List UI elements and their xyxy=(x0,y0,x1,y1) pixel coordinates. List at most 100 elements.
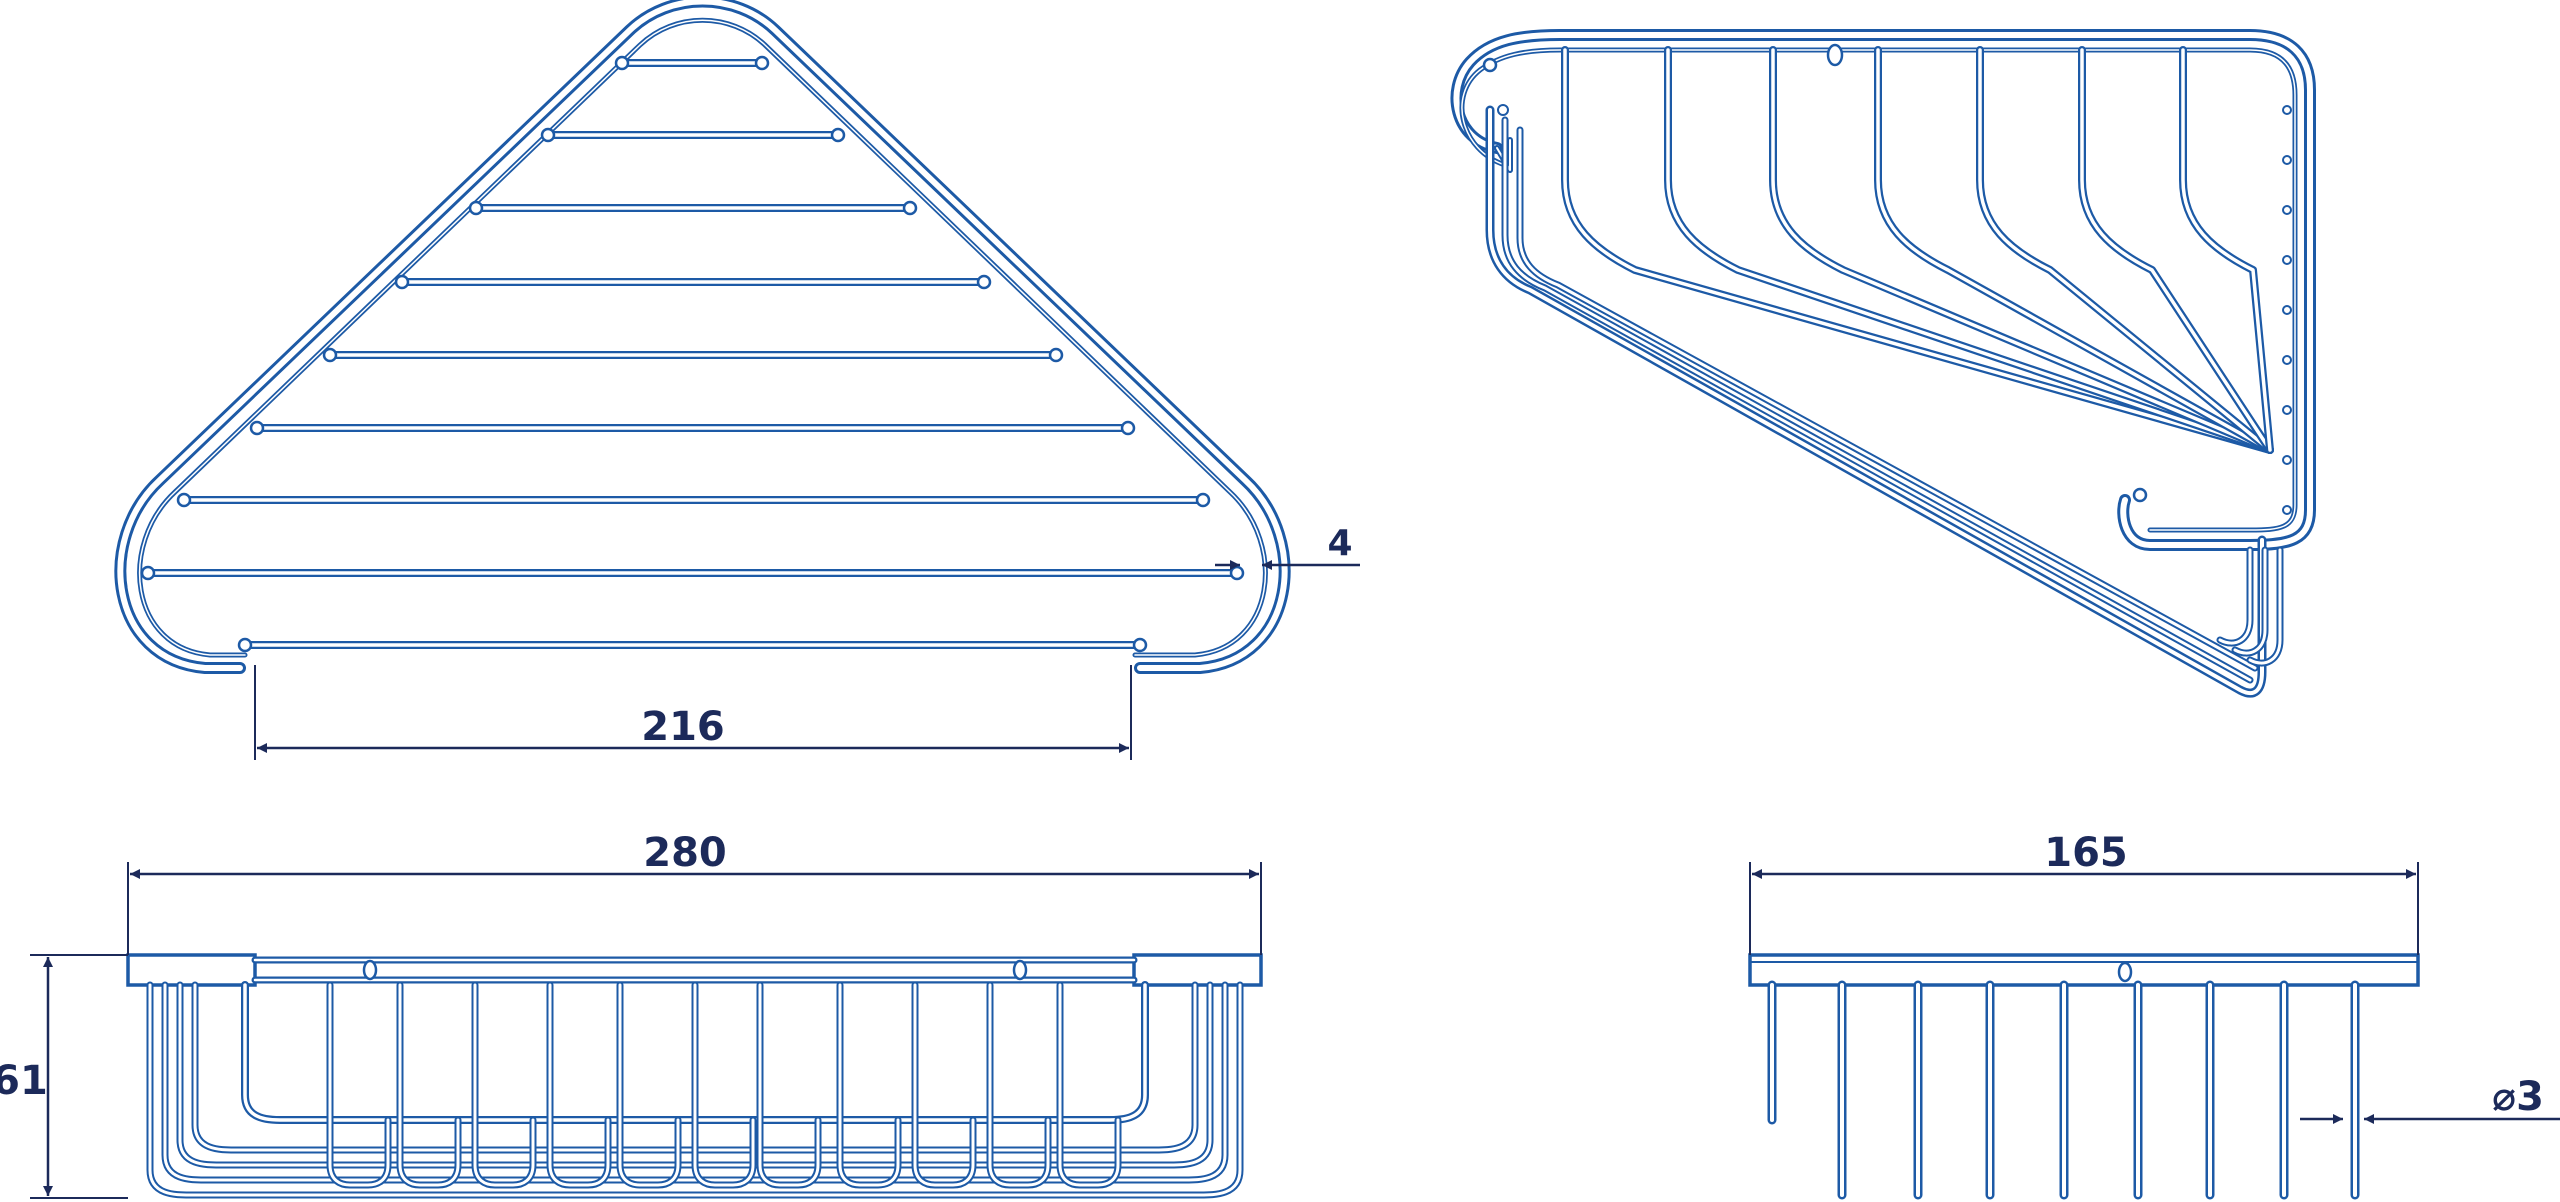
iso-basket-rod xyxy=(1874,46,2274,454)
thickness-label: 4 xyxy=(1327,523,1352,564)
rod-end-cap xyxy=(322,347,338,363)
dimension-overall-width: 280 xyxy=(127,830,1262,955)
iso-basket-rod xyxy=(1561,46,2274,454)
iso-basket-rod-outline xyxy=(1874,46,2274,454)
dimension-depth: 165 xyxy=(1749,830,2419,955)
iso-stud xyxy=(2282,355,2292,365)
front-bottom-loop-core xyxy=(148,983,1242,1197)
iso-stud xyxy=(2282,505,2292,515)
front-mount-hole-left xyxy=(362,959,378,981)
front-vertical-rod-core xyxy=(548,983,610,1187)
front-vertical-rod-outline xyxy=(616,981,682,1189)
front-vertical-rod xyxy=(756,981,822,1189)
front-vertical-rod xyxy=(691,981,757,1189)
front-vertical-rod-core xyxy=(618,983,680,1187)
iso-basket-rod-core xyxy=(1876,48,2272,452)
iso-top-rim-core xyxy=(1453,32,2313,548)
iso-bottom-frame-1 xyxy=(1485,105,2267,698)
iso-rod-cap xyxy=(2132,487,2148,503)
iso-top-rim xyxy=(1450,29,2316,551)
front-vertical-rod-core xyxy=(328,983,390,1187)
rod-end-cap xyxy=(614,55,630,71)
iso-side-rod-core xyxy=(2248,548,2282,665)
front-vertical-rod xyxy=(986,981,1052,1189)
dimension-front-opening: 216 xyxy=(254,665,1132,760)
rod-end-cap xyxy=(176,492,192,508)
rod-end-cap xyxy=(249,420,265,436)
iso-rim-inner-core xyxy=(1461,49,2296,531)
iso-rim-inner xyxy=(1459,47,2298,533)
front-vertical-rod-core xyxy=(473,983,535,1187)
side-top-rail xyxy=(1748,953,2420,987)
front-vertical-rod xyxy=(911,981,977,1189)
front-vertical-rod xyxy=(616,981,682,1189)
iso-bottom-frame-2-core xyxy=(1503,118,2252,682)
iso-side-rod xyxy=(2231,546,2269,657)
front-vertical-rod xyxy=(546,981,612,1189)
top-view xyxy=(114,0,1291,674)
rod-end-cap xyxy=(237,637,253,653)
rod-end-cap xyxy=(540,127,556,143)
rod-end-cap xyxy=(1048,347,1064,363)
iso-side-rod-core xyxy=(2233,548,2267,655)
front-vertical-rod-outline xyxy=(836,981,902,1189)
iso-basket-rod xyxy=(1769,46,2274,454)
rod-end-cap xyxy=(976,274,992,290)
front-vertical-rod-outline xyxy=(756,981,822,1189)
front-vertical-rod-core xyxy=(838,983,900,1187)
width-label: 280 xyxy=(643,830,727,876)
rod-end-cap xyxy=(1195,492,1211,508)
front-vertical-rod-outline xyxy=(986,981,1052,1189)
iso-side-rod xyxy=(2246,546,2284,667)
front-top-rail-right xyxy=(1132,953,1263,987)
front-vertical-rod xyxy=(326,981,392,1189)
iso-basket-rod xyxy=(1664,46,2274,454)
iso-basket-rod-core xyxy=(1978,48,2272,452)
iso-bottom-frame-3 xyxy=(1516,126,2259,672)
front-vertical-rod-core xyxy=(693,983,755,1187)
iso-basket-rod xyxy=(2078,46,2274,454)
iso-rod-cap xyxy=(1482,57,1498,73)
rod-end-cap xyxy=(140,565,156,581)
iso-bottom-frame-1-core xyxy=(1488,108,2264,696)
rod-end-cap xyxy=(902,200,918,216)
iso-rod-cap xyxy=(1497,104,1509,116)
rod-end-cap xyxy=(394,274,410,290)
iso-mount-hole xyxy=(1826,43,1844,67)
front-vertical-rod-outline xyxy=(911,981,977,1189)
depth-label: 165 xyxy=(2044,830,2128,876)
front-bottom-loop-core xyxy=(163,983,1227,1182)
dimension-lines: 4 216 280 61 165 xyxy=(0,523,2560,1199)
iso-side-rod-outline xyxy=(2216,546,2254,647)
height-label: 61 xyxy=(0,1058,48,1104)
rod-end-cap xyxy=(1229,565,1245,581)
iso-stud xyxy=(2282,455,2292,465)
iso-side-rod-core xyxy=(2218,548,2252,645)
opening-label: 216 xyxy=(641,704,725,750)
front-vertical-rod xyxy=(396,981,462,1189)
iso-bottom-frame-2 xyxy=(1501,116,2254,684)
rod-end-cap xyxy=(830,127,846,143)
iso-stud xyxy=(2282,305,2292,315)
front-vertical-rod-core xyxy=(398,983,460,1187)
iso-rim-tab-core xyxy=(1496,139,1511,171)
iso-bottom-frame-3-core xyxy=(1518,128,2257,670)
iso-side-rod xyxy=(2216,546,2254,647)
iso-stud xyxy=(2282,105,2292,115)
front-bottom-loop xyxy=(161,981,1229,1184)
iso-basket-rod-core xyxy=(1771,48,2272,452)
iso-stud xyxy=(2282,255,2292,265)
front-vertical-rod-outline xyxy=(396,981,462,1189)
iso-basket-rod-core xyxy=(2181,48,2272,452)
dimension-height: 61 xyxy=(0,954,128,1199)
iso-basket-rod-core xyxy=(2080,48,2272,452)
front-view xyxy=(126,953,1263,1199)
iso-basket-rod-core xyxy=(1666,48,2272,452)
iso-stud xyxy=(2282,205,2292,215)
diameter-label: ⌀3 xyxy=(2492,1074,2544,1120)
rod-end-cap xyxy=(1132,637,1148,653)
dimension-thickness: 4 xyxy=(1215,523,1360,570)
iso-basket-rod-outline xyxy=(2078,46,2274,454)
basket-rim-inner-core xyxy=(138,19,1267,656)
